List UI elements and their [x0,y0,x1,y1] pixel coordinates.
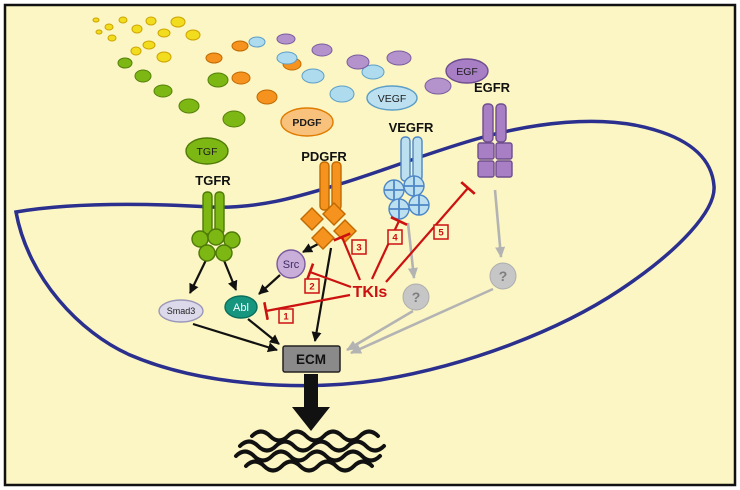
tki-number-box-1: 1 [278,308,294,324]
vegfr-label: VEGFR [389,120,434,135]
tki-number-boxes: 1 2 3 4 5 [278,224,449,324]
egfr-receptor-icon [477,103,513,178]
tgfr-receptor-icon [191,191,241,262]
ecm-label: ECM [296,352,326,367]
tki-number-1: 1 [283,312,289,323]
tki-inhibition-line-5 [385,181,476,283]
tki-number-box-3: 3 [351,239,367,255]
egfr-label: EGFR [474,80,511,95]
putative-pathway-arrows [346,189,506,355]
unknown-node-right-label: ? [499,268,508,284]
tgfr-label: TGFR [195,173,231,188]
tki-number-box-5: 5 [433,224,449,240]
pdgf-ligand: PDGF [280,107,334,137]
unknown-node-right: ? [489,262,517,290]
src-node: Src [276,249,306,279]
tgf-ligand: TGF [185,137,229,165]
tki-number-4: 4 [392,233,398,244]
src-node-label: Src [283,259,300,271]
egf-ligand-label: EGF [456,66,478,78]
pdgf-ligand-label: PDGF [292,117,322,129]
abl-node-label: Abl [233,302,249,314]
tki-number-box-4: 4 [387,229,403,245]
smad3-node-label: Smad3 [167,306,196,316]
unknown-node-left: ? [402,283,430,311]
ecm-box: ECM [282,345,341,373]
particles-purple [276,33,452,95]
vegf-ligand-label: VEGF [378,93,407,105]
fibrosis-arrow [292,374,330,431]
fibrosis-fibers [234,429,386,473]
cell-membrane [13,119,716,388]
diagram-frame [3,3,737,487]
particles-cyan [248,36,385,103]
tgf-ligand-label: TGF [197,146,218,158]
tki-inhibition-line-2 [305,263,352,289]
vegf-ligand: VEGF [366,85,418,111]
tki-number-2: 2 [309,282,314,293]
vegfr-cross-marks [384,176,429,219]
smad3-node: Smad3 [158,299,204,323]
particles-green [117,57,246,128]
abl-node: Abl [224,295,258,319]
tki-number-box-2: 2 [304,278,320,294]
unknown-node-left-label: ? [412,289,421,305]
tki-number-3: 3 [356,243,361,254]
tki-number-5: 5 [438,228,444,239]
tkis-label: TKIs [353,284,388,301]
pdgfr-label: PDGFR [301,149,347,164]
particles-yellow [92,16,201,63]
signal-arrows [189,243,333,353]
tki-inhibition-line-3 [333,232,362,281]
egf-ligand: EGF [445,58,489,84]
